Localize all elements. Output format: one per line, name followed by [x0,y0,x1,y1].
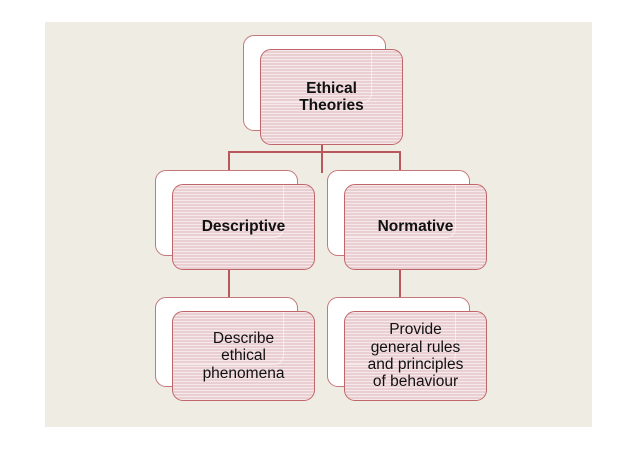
connector-normative-down [399,270,401,300]
connector-to-descriptive [228,151,230,184]
card-face[interactable]: Normative [344,184,487,270]
node-label-normative: Normative [377,218,454,236]
card-face[interactable]: Descriptive [172,184,315,270]
connector-descriptive-down [228,270,230,300]
connector-horizontal-bar [228,151,400,153]
connector-to-normative [399,151,401,184]
node-label-descriptive: Descriptive [201,218,286,236]
connector-root-down [321,145,323,173]
